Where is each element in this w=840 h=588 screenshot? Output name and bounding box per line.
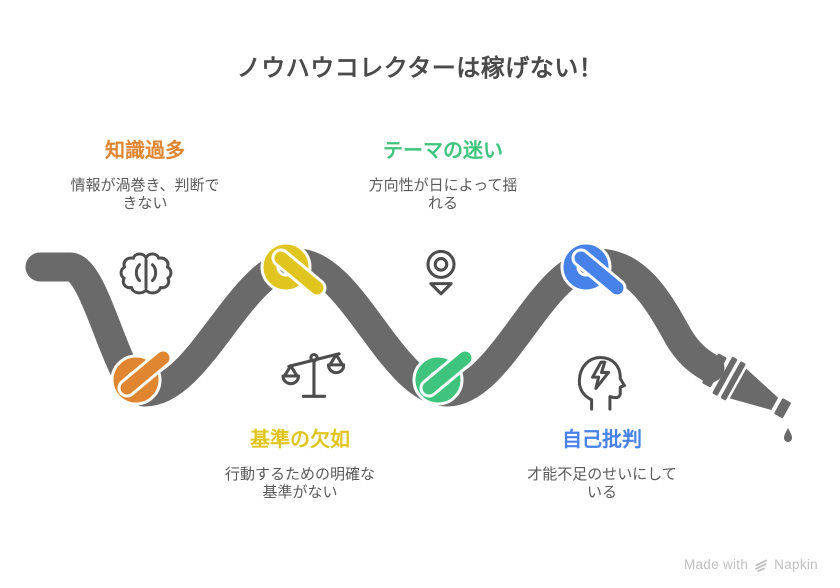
item-knowledge-overload: 知識過多 情報が渦巻き、判断で きない (25, 140, 265, 213)
item-lack-of-criteria: 基準の欠如 行動するための明確な 基準がない (180, 429, 420, 502)
item-theme-confusion: テーマの迷い 方向性が日によって揺 れる (323, 140, 563, 213)
drip-droplet-icon (784, 428, 792, 442)
item-description: 情報が渦巻き、判断で きない (70, 177, 220, 212)
goal-pin-icon (426, 249, 456, 296)
balance-scale-icon (281, 352, 345, 398)
item-title: 基準の欠如 (250, 429, 350, 451)
hose-nozzle-icon (702, 353, 791, 418)
knot-theme-confusion (412, 348, 475, 406)
watermark: Made with Napkin (684, 557, 818, 572)
knot-knowledge-overload (110, 348, 173, 406)
knot-lack-of-criteria (260, 241, 327, 298)
item-title: 自己批判 (562, 429, 642, 451)
item-description: 才能不足のせいにして いる (527, 466, 677, 501)
item-description: 行動するための明確な 基準がない (224, 466, 375, 501)
napkin-logo-icon (755, 559, 768, 572)
page-title: ノウハウコレクターは稼げない！ (236, 55, 604, 82)
brain-icon (119, 252, 173, 295)
item-title: 知識過多 (105, 140, 185, 162)
item-self-criticism: 自己批判 才能不足のせいにして いる (482, 429, 722, 502)
head-lightning-icon (577, 355, 626, 411)
item-description: 方向性が日によって揺 れる (368, 177, 518, 212)
knot-self-criticism (560, 241, 627, 298)
item-title: テーマの迷い (383, 140, 503, 162)
watermark-brand: Napkin (774, 557, 818, 572)
watermark-text: Made with (683, 557, 749, 572)
